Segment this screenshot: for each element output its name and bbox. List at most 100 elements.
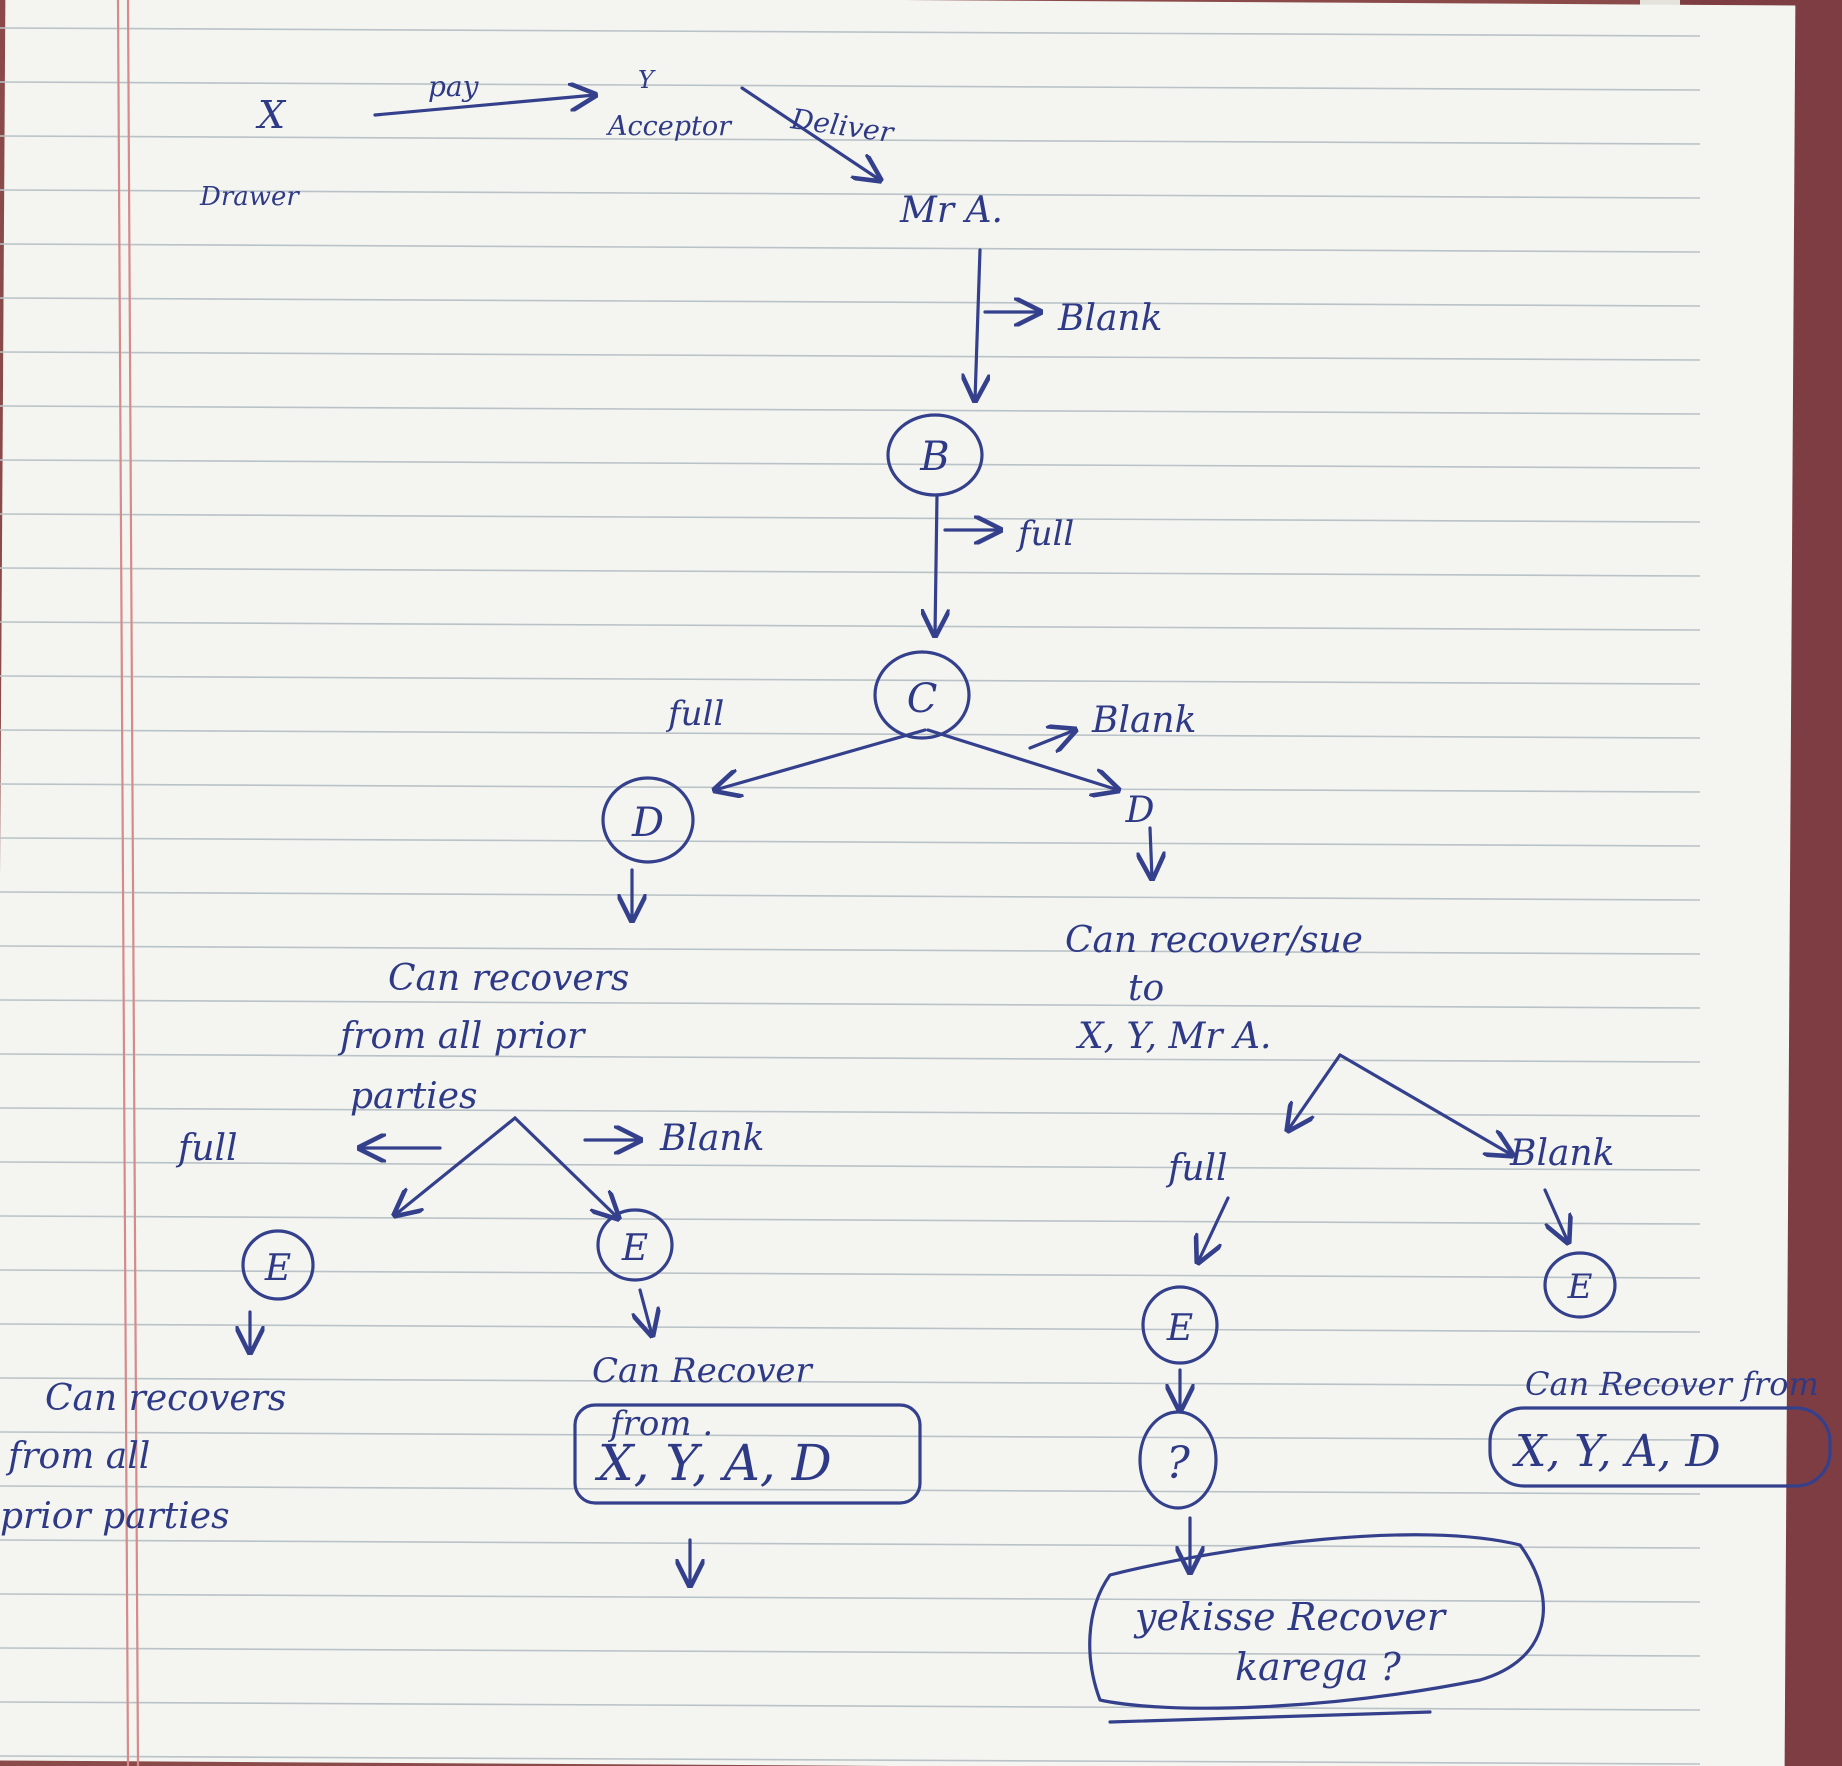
node-d-left-circle [601, 776, 695, 864]
edge-left-blank [513, 1116, 618, 1218]
blank-to-e-arrow [1543, 1188, 1568, 1242]
ruled-line [0, 297, 1701, 307]
right-blank-note: Can Recover from [1525, 1365, 1819, 1403]
left-full-note-2: from all [5, 1436, 150, 1477]
left-note-2: from all prior [337, 1016, 586, 1057]
edge-b-c-label: full [1015, 514, 1074, 554]
node-d-left: D [631, 800, 664, 846]
left-note-3: parties [350, 1076, 477, 1117]
right-blank-edge-label: Blank [1509, 1133, 1614, 1174]
pay-label: pay [428, 70, 480, 103]
edge-a-b [975, 248, 980, 400]
e-left-blank-down [640, 1288, 652, 1335]
node-e-right-blank-circle [1543, 1251, 1617, 1319]
left-note-1: Can recovers [388, 958, 629, 999]
payee-node: Mr A. [899, 190, 1003, 231]
right-note-1: Can recover/sue [1065, 920, 1363, 961]
ruled-line [0, 837, 1701, 847]
edge-c-d-right-tick [1028, 730, 1075, 748]
acceptor-role: Acceptor [605, 111, 733, 142]
ruled-line [0, 243, 1701, 253]
drawer-node: X [255, 93, 287, 137]
edge-b-c [935, 493, 937, 635]
ruled-line [0, 351, 1701, 361]
right-edge-label: Blank [1091, 700, 1196, 741]
ruled-line [0, 459, 1701, 469]
ruled-line [0, 1323, 1701, 1333]
question-box-underline [1108, 1710, 1432, 1724]
ruled-line [0, 999, 1701, 1009]
ruled-line [0, 513, 1701, 523]
node-e-left-blank-circle [596, 1208, 674, 1282]
question-box-line-2: karega ? [1235, 1645, 1401, 1689]
ruled-line [0, 891, 1701, 901]
edge-left-full [395, 1116, 517, 1215]
ruled-line [0, 729, 1701, 739]
question-box [1088, 1533, 1545, 1710]
left-full-note-3: prior parties [0, 1496, 230, 1537]
left-full-note-1: Can recovers [45, 1378, 286, 1419]
ruled-line [0, 1431, 1701, 1441]
ruled-line [0, 1701, 1701, 1711]
ruled-line [0, 1377, 1701, 1387]
margin-line-2 [126, 0, 140, 1766]
full-to-e-arrow [1198, 1196, 1230, 1262]
node-b: B [919, 434, 949, 480]
ruled-line [0, 621, 1701, 631]
ruled-line [0, 1539, 1701, 1549]
ruled-line [0, 189, 1701, 199]
ruled-line [0, 1161, 1701, 1171]
node-d-right: D [1125, 790, 1155, 831]
right-note-2: to [1128, 968, 1164, 1009]
node-e-right-blank: E [1567, 1267, 1593, 1307]
ruled-line [0, 81, 1701, 91]
ruled-line [0, 1215, 1701, 1225]
node-b-circle [886, 413, 984, 497]
edge-c-d-right [926, 728, 1118, 790]
ruled-line [0, 783, 1701, 793]
question-node: ? [1166, 1438, 1190, 1489]
edge-right-blank [1338, 1053, 1512, 1155]
right-note-3: X, Y, Mr A. [1075, 1016, 1271, 1057]
pay-arrow [373, 95, 595, 117]
left-blank-note-2: from . [607, 1404, 713, 1444]
d-right-down-arrow [1150, 826, 1152, 878]
node-e-right-full-circle [1141, 1285, 1219, 1365]
ruled-line [0, 1593, 1701, 1603]
left-full-edge-label: full [175, 1128, 238, 1169]
ruled-line [0, 1053, 1701, 1063]
left-blank-box [573, 1403, 922, 1505]
drawer-role: Drawer [199, 182, 300, 212]
left-blank-note-1: Can Recover [592, 1351, 814, 1391]
margin-line [116, 0, 130, 1766]
node-e-left-blank: E [621, 1228, 648, 1269]
edge-c-d-left [715, 728, 927, 790]
node-e-left-full-circle [241, 1229, 315, 1301]
deliver-arrow [740, 86, 880, 180]
ruled-line [0, 1107, 1701, 1117]
ruled-line [0, 1755, 1701, 1765]
ruled-line [0, 405, 1701, 415]
node-e-left-full: E [264, 1248, 291, 1289]
ruled-line [0, 1647, 1701, 1657]
ruled-line [0, 567, 1701, 577]
edge-a-b-label: Blank [1057, 298, 1162, 339]
right-full-edge-label: full [1165, 1148, 1228, 1189]
question-node-circle [1138, 1410, 1218, 1510]
left-blank-box-text: X, Y, A, D [594, 1434, 832, 1492]
left-blank-edge-label: Blank [659, 1118, 764, 1159]
node-e-right-full: E [1166, 1308, 1193, 1349]
node-c-circle [873, 650, 971, 740]
question-box-line-1: yekisse Recover [1133, 1595, 1448, 1639]
right-blank-box [1488, 1406, 1832, 1488]
ruled-line [0, 675, 1701, 685]
ruled-line [0, 945, 1701, 955]
left-edge-label: full [665, 694, 724, 734]
ruled-line [0, 27, 1701, 37]
ruled-lines [0, 27, 1701, 1765]
right-blank-box-text: X, Y, A, D [1512, 1426, 1721, 1477]
node-c: C [907, 676, 938, 722]
ruled-line [0, 1269, 1701, 1279]
ruled-line [0, 135, 1701, 145]
